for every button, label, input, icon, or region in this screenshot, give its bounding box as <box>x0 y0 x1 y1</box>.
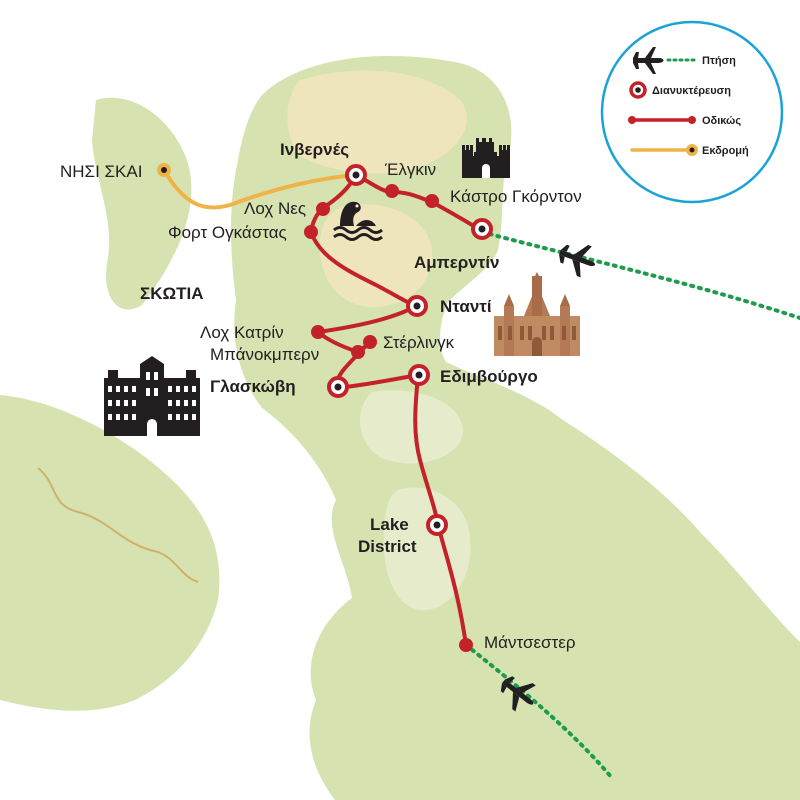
label-loch-ness: Λοχ Νες <box>244 199 306 218</box>
highlands-pennines <box>383 487 471 611</box>
legend-road: Οδικώς <box>628 115 741 127</box>
legend-excursion: Εκδρομή <box>630 144 749 157</box>
excursion-route-skye <box>162 168 358 210</box>
label-gordon-castle: Κάστρο Γκόρντον <box>450 187 582 206</box>
point-elgin <box>385 184 399 198</box>
point-stirling <box>363 335 377 349</box>
flight-route-aberdeen <box>480 230 800 320</box>
label-stirling: Στέρλινγκ <box>383 333 455 352</box>
legend-excursion-label: Εκδρομή <box>702 145 749 157</box>
label-loch-katrine: Λοχ Κατρίν <box>200 323 284 342</box>
flight-route-manchester <box>464 643 614 780</box>
stop-markers <box>327 164 493 536</box>
label-fort-augustus: Φορτ Ογκάστας <box>168 223 287 242</box>
legend-road-label: Οδικώς <box>702 115 741 127</box>
cathedral-icon <box>494 272 580 356</box>
legend-circle <box>600 20 784 204</box>
label-dundee: Νταντί <box>440 297 492 316</box>
label-glasgow: Γλασκώβη <box>210 377 296 396</box>
point-loch-ness <box>316 202 330 216</box>
legend-overnight-label: Διανυκτέρευση <box>652 85 731 97</box>
point-manchester <box>459 638 473 652</box>
label-elgin: Έλγκιν <box>384 160 436 179</box>
point-bannockburn <box>351 345 365 359</box>
label-manchester: Μάντσεστερ <box>484 633 576 652</box>
label-lake-district-2: District <box>358 537 417 556</box>
land-skye <box>92 97 192 310</box>
highlands-southern-uplands <box>359 390 463 464</box>
point-fort-augustus <box>304 225 318 239</box>
legend-flight-label: Πτήση <box>702 55 736 67</box>
point-gordon-castle <box>425 194 439 208</box>
airplane-icon <box>633 47 664 74</box>
legend: Πτήση Διανυκτέρευση Οδικώς Εκδρομή <box>600 20 784 204</box>
label-region: ΣΚΩΤΙΑ <box>140 284 204 303</box>
palace-icon <box>104 356 200 436</box>
label-aberdeen: Αμπερντίν <box>414 253 500 272</box>
visit-markers <box>157 163 473 652</box>
airplane-icon <box>500 676 536 712</box>
label-bannockburn: Μπάνοκμπερν <box>210 345 319 364</box>
label-skye: ΝΗΣΙ ΣΚΑΙ <box>60 162 142 181</box>
castle-icon <box>462 138 510 178</box>
airplane-icon <box>559 244 596 278</box>
legend-flight: Πτήση <box>633 47 736 74</box>
label-lake-district-1: Lake <box>370 515 409 534</box>
highlands-north <box>287 70 467 174</box>
point-loch-katrine <box>311 325 325 339</box>
land-ireland <box>0 395 220 711</box>
label-edinburgh: Εδιμβούργο <box>440 367 538 386</box>
loch-ness-monster-icon <box>333 201 383 241</box>
legend-overnight: Διανυκτέρευση <box>629 81 731 99</box>
border-line <box>37 467 199 583</box>
label-inverness: Ινβερνές <box>280 140 349 159</box>
